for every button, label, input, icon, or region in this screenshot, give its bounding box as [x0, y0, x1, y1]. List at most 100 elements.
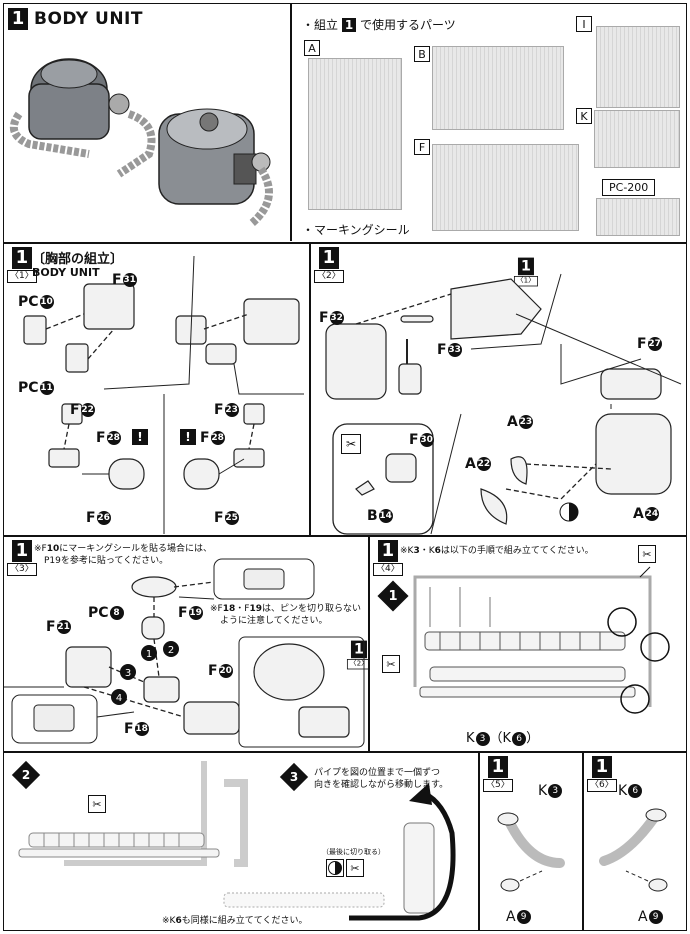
substep-number: 〈4〉: [373, 563, 403, 576]
step-number: 1: [8, 8, 28, 30]
assembly-diagram-2: [325, 273, 682, 535]
runner-f: [432, 144, 579, 231]
caution-icon: !: [180, 429, 196, 445]
pin-note: ※F18・F19は、ピンを切り取らない ように注意してください。: [210, 604, 361, 626]
parts-heading-num: 1: [341, 18, 357, 32]
page-title: BODY UNIT: [34, 9, 143, 29]
substep-number: 〈2〉: [314, 270, 344, 283]
step-number: 1: [11, 540, 32, 562]
header-divider: [290, 4, 292, 241]
substep-number: 〈3〉: [7, 563, 37, 576]
body-unit-illustration: [9, 58, 273, 228]
pc-label: PC-200: [602, 179, 656, 196]
runner-label-b: B: [414, 46, 430, 62]
ref-substep-number: 〈1〉: [513, 276, 538, 287]
reference-step-badge: 1 〈1〉: [513, 257, 538, 287]
section-subtitle: BODY UNIT: [32, 266, 100, 279]
runner-label-k: K: [576, 108, 592, 124]
step-badge: 1 〈5〉: [483, 756, 513, 792]
step-number: 1: [318, 247, 339, 269]
step-number: 1: [11, 247, 32, 269]
step-badge: 1: [8, 8, 28, 30]
step-circle-1: 1: [146, 649, 152, 660]
parts-heading-suffix: で使用するパーツ: [360, 18, 456, 32]
marking-seal-label: ・マーキングシール: [302, 223, 410, 237]
nipper-icon: ✂: [346, 859, 364, 877]
step-badge: 1 〈4〉: [373, 540, 403, 576]
pc-runner: [596, 198, 680, 236]
step-circle-2: 2: [168, 645, 174, 656]
step-number: 1: [591, 756, 612, 778]
section-title: 〔胸部の組立〕: [32, 252, 124, 267]
last-cut-note: （最後に切り取る）: [322, 848, 385, 856]
assembly-diagram-3: 1 2 3 4: [4, 558, 365, 748]
runner-label-a: A: [304, 40, 320, 56]
k-runner-diagram: [413, 566, 670, 714]
ref-step-number: 1: [350, 640, 367, 659]
k6-same-note: ※K6も同様に組み立ててください。: [162, 916, 308, 926]
nipper-icon: ✂: [638, 545, 656, 563]
runner-a: [308, 58, 402, 210]
runner-label-i: I: [576, 16, 592, 32]
step-number: 1: [377, 540, 398, 562]
substep-number: 〈5〉: [483, 779, 513, 792]
caution-icon: !: [132, 429, 148, 445]
cutter-icon: ✂: [341, 434, 361, 454]
step-1-4-panel: 1 〈4〉 ※K3・K6は以下の手順で組み立ててください。 1: [369, 536, 687, 752]
step-1-2-panel: 1 〈2〉 1 〈1〉: [310, 243, 687, 536]
parts-heading: ・組立 1 で使用するパーツ: [302, 16, 456, 33]
pipe-attach-diagram-5: [497, 812, 565, 892]
step-circle-3: 3: [125, 668, 131, 679]
ref-substep-number: 〈2〉: [346, 659, 368, 670]
step-badge: 1 〈1〉: [7, 247, 37, 283]
gate-icon: [326, 859, 344, 877]
bigstep-2-label: 2: [21, 768, 31, 782]
ref-step-number: 1: [517, 257, 534, 276]
step-badge: 1 〈3〉: [7, 540, 37, 576]
assembly-diagram-1: [23, 255, 304, 534]
step-badge: 1 〈2〉: [314, 247, 344, 283]
runner-k: [594, 110, 680, 168]
body-unit-rear: [9, 58, 156, 178]
bigstep-3-label: 3: [289, 770, 299, 784]
step-circle-4: 4: [116, 693, 122, 704]
nipper-icon: ✂: [382, 655, 400, 673]
runner-i: [596, 26, 680, 108]
parts-heading-prefix: ・組立: [302, 18, 339, 32]
sticker-note: ※F10にマーキングシールを貼る場合には、 P19を参考に貼ってください。: [34, 544, 212, 566]
bigstep-1-label: 1: [388, 588, 398, 604]
substep-number: 〈1〉: [7, 270, 37, 283]
step-number: 1: [487, 756, 508, 778]
substep-number: 〈6〉: [587, 779, 617, 792]
pipe-attach-diagram-6: [599, 808, 668, 892]
pipe-assembly-panel: 2 3 パイプを図の位置まで一個ずつ 向きを確認しながら移動します。 （最後に切…: [3, 752, 479, 931]
body-unit-front: [158, 108, 273, 228]
